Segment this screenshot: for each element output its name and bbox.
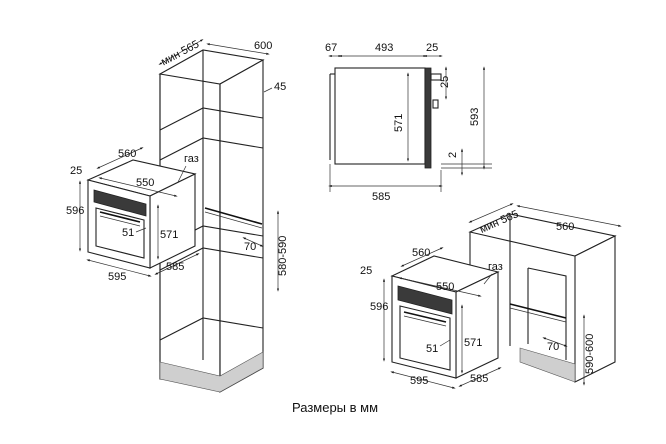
dim-inner-width: 550 <box>136 177 154 189</box>
cabinet-plinth <box>159 351 264 393</box>
dim-front-depth: 585 <box>166 261 184 273</box>
dim-back-gap: 67 <box>325 42 337 54</box>
dim-rc-front-depth: 585 <box>470 373 488 385</box>
dim-top-offset: 25 <box>439 76 451 88</box>
dim-rc-inner-height: 571 <box>464 337 482 349</box>
dim-rc-oven-width: 560 <box>412 247 430 259</box>
dim-oven-width: 560 <box>118 148 136 160</box>
dim-rc-top-gap: 25 <box>360 265 372 277</box>
dim-rc-front-width: 595 <box>410 375 428 387</box>
side-body <box>334 67 426 165</box>
oven-right-door <box>399 305 451 371</box>
dim-front-offset: 51 <box>122 227 134 239</box>
dim-body-depth: 493 <box>375 42 393 54</box>
dim-depth: 600 <box>254 40 272 52</box>
dim-rc-inner-width: 550 <box>436 281 454 293</box>
dim-rc-niche-depth: 70 <box>547 341 559 353</box>
counter-plinth <box>519 347 576 383</box>
dim-oven-height: 596 <box>66 205 84 217</box>
dim-gap: 45 <box>274 81 286 93</box>
dim-rc-niche-height: 590-600 <box>584 334 596 374</box>
dim-rc-width: 560 <box>556 221 574 233</box>
dim-body-height: 571 <box>393 114 405 132</box>
caption: Размеры в мм <box>292 400 378 415</box>
dim-niche-height: 580-590 <box>277 236 289 276</box>
cabinet-right-side <box>219 59 264 393</box>
side-view: 67 493 25 25 571 593 2 585 <box>325 42 492 203</box>
dim-front-height: 593 <box>469 108 481 126</box>
dim-panel: 25 <box>426 42 438 54</box>
side-knob-top <box>430 73 442 81</box>
dim-rc-oven-height: 596 <box>370 301 388 313</box>
oven-right <box>390 255 500 379</box>
gas-label-left: газ <box>184 153 199 165</box>
dim-front-width: 595 <box>108 271 126 283</box>
dim-total-depth: 585 <box>372 191 390 203</box>
dim-oven-top-gap: 25 <box>70 165 82 177</box>
dim-niche-depth: 70 <box>244 241 256 253</box>
gas-label-right: газ <box>488 261 503 273</box>
dim-inner-height: 571 <box>160 229 178 241</box>
side-handle <box>432 99 439 109</box>
dim-rc-front-offset: 51 <box>426 343 438 355</box>
dim-bottom-gap: 2 <box>447 152 459 158</box>
right-dimensions: мин 565 560 25 560 газ 596 550 571 51 59… <box>360 203 622 389</box>
side-front-panel <box>424 67 432 169</box>
tall-cabinet <box>158 49 265 393</box>
